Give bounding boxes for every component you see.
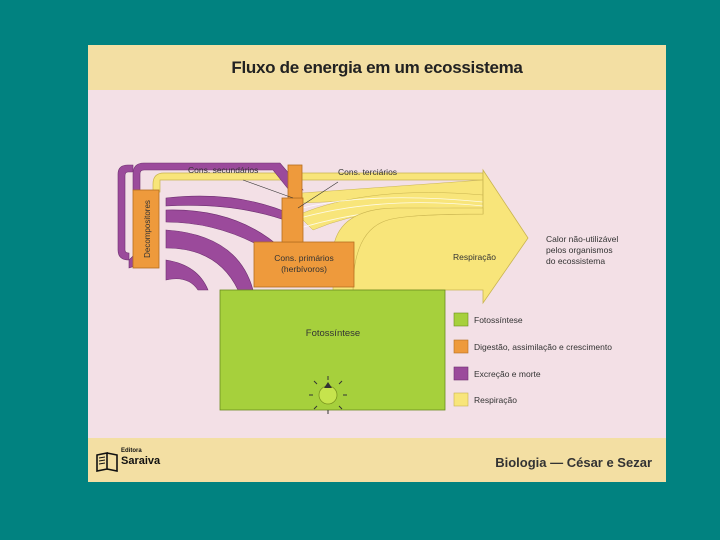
heat-label-line2: pelos organismos	[546, 245, 613, 255]
publisher-label: Editora	[121, 448, 142, 454]
energy-flow-diagram: Fotossíntese Cons. primários (herbívoros…	[117, 162, 618, 414]
legend-swatch-respiration	[453, 392, 469, 407]
header-band: Fluxo de energia em um ecossistema	[88, 45, 666, 90]
decomposers-box	[132, 189, 160, 269]
diagram-title: Fluxo de energia em um ecossistema	[231, 58, 523, 77]
secondary-consumers-label: Cons. secundários	[188, 165, 258, 175]
excretion-flows	[117, 162, 304, 291]
primary-consumers-box	[253, 241, 355, 288]
legend-swatch-digestion	[453, 339, 469, 354]
book-logo-icon	[96, 452, 118, 472]
leader-secondary	[242, 179, 294, 199]
photosynthesis-label: Fotossíntese	[306, 328, 360, 339]
slide-card: Fluxo de energia em um ecossistema	[88, 45, 666, 482]
legend-label-digestion: Digestão, assimilação e crescimento	[474, 342, 612, 352]
heat-label-line3: do ecossistema	[546, 256, 605, 266]
legend-label-excretion: Excreção e morte	[474, 369, 541, 379]
legend-label-respiration: Respiração	[474, 395, 517, 405]
footer-band: Editora Saraiva Biologia — César e Sezar	[88, 438, 666, 482]
leader-tertiary	[297, 181, 339, 209]
legend-swatch-photosynthesis	[453, 312, 469, 327]
tertiary-consumers-label: Cons. terciários	[338, 167, 397, 177]
legend-swatch-excretion	[453, 366, 469, 381]
book-credit: Biologia — César e Sezar	[495, 455, 652, 470]
publisher-name: Saraiva	[121, 455, 161, 467]
respiration-label: Respiração	[453, 252, 496, 262]
decomposers-label: Decompositores	[143, 200, 152, 258]
legend: Fotossíntese Digestão, assimilação e cre…	[453, 312, 612, 407]
primary-consumers-sublabel: (herbívoros)	[281, 264, 327, 274]
tertiary-consumers-box	[287, 164, 303, 199]
secondary-consumers-box	[281, 197, 304, 243]
sun-icon	[309, 376, 347, 414]
primary-consumers-label: Cons. primários	[274, 253, 334, 263]
legend-label-photosynthesis: Fotossíntese	[474, 315, 523, 325]
heat-label-line1: Calor não-utilizável	[546, 234, 618, 244]
